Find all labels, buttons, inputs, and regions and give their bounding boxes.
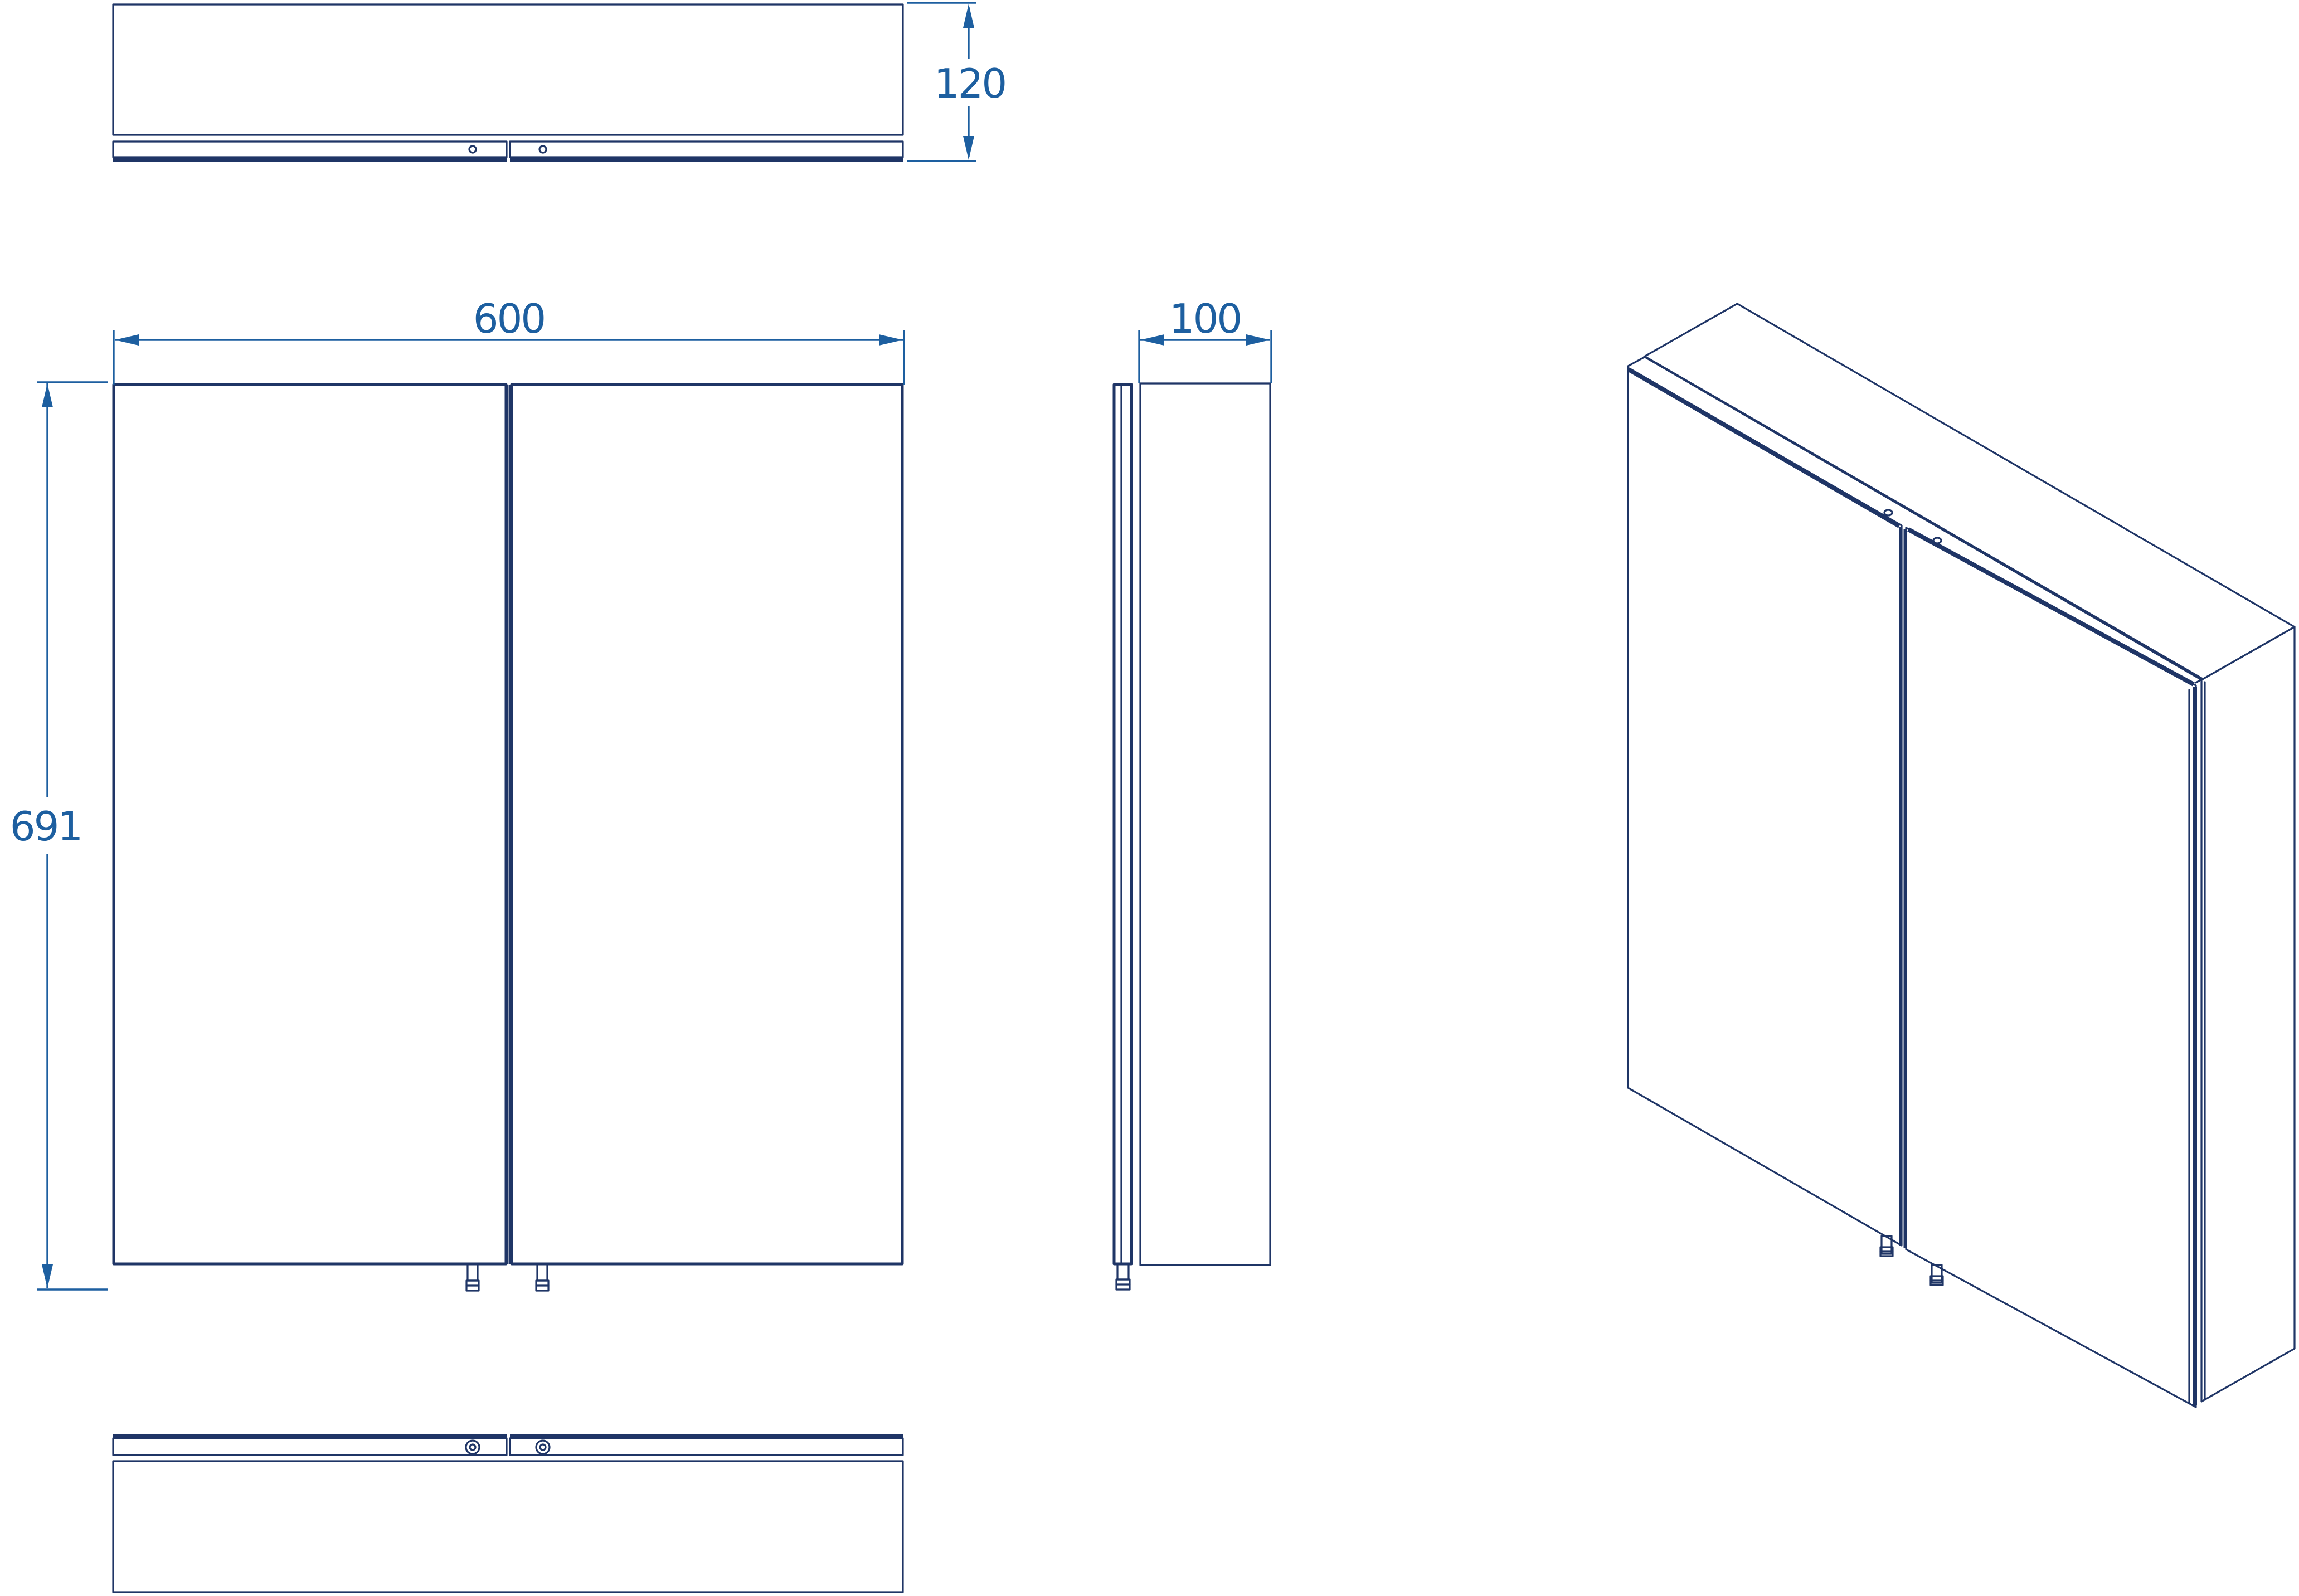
bottom-view-body [112, 1460, 904, 1593]
hinge-hole-icon [1932, 537, 1942, 544]
top-view-body [112, 3, 904, 136]
depth-side-label: 100 [1169, 295, 1241, 342]
bottom-view [112, 1434, 904, 1593]
right-door [510, 383, 904, 1266]
top-view-left-door [112, 140, 508, 158]
side-view-door [1112, 383, 1133, 1266]
top-view [112, 3, 904, 162]
left-door [112, 383, 508, 1266]
width-dimension: 600 [113, 295, 905, 385]
side-view [1112, 382, 1271, 1291]
bottom-view-right-door [509, 1437, 904, 1456]
iso-top-face [1643, 303, 2296, 681]
front-view [112, 383, 904, 1292]
bottom-view-left-door [112, 1437, 508, 1456]
depth-dimension-top: 120 [907, 2, 1007, 162]
depth-dimension-side: 100 [1138, 295, 1272, 383]
hinge-hole-icon [1883, 509, 1893, 517]
width-label: 600 [473, 295, 545, 342]
top-view-right-door [509, 140, 904, 158]
hinge-hole-icon [468, 145, 477, 154]
hinge-hole-icon [538, 145, 547, 154]
iso-side-face [2200, 626, 2296, 1403]
height-label: 691 [10, 803, 81, 850]
iso-left-door [1627, 367, 1903, 1247]
isometric-view [1627, 303, 2296, 1408]
side-view-body [1139, 382, 1271, 1266]
height-dimension: 691 [10, 381, 108, 1291]
depth-top-label: 120 [934, 60, 1005, 107]
